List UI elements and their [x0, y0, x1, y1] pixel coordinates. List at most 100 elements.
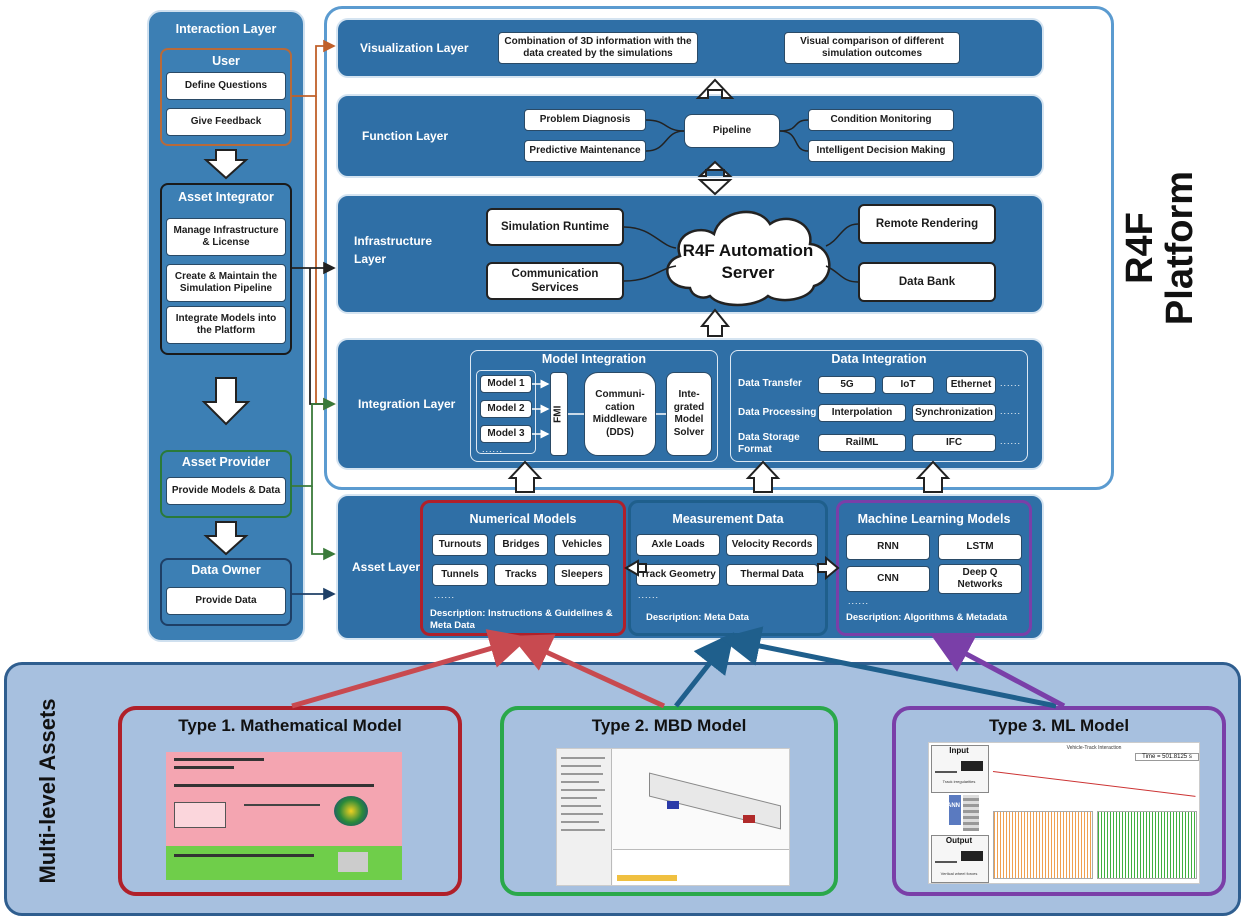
- turnouts-box: Turnouts: [432, 534, 488, 556]
- interpolation-box: Interpolation: [818, 404, 906, 422]
- velocity-records-box: Velocity Records: [726, 534, 818, 556]
- ml-description: Description: Algorithms & Metadata: [846, 612, 1008, 623]
- ifc-box: IFC: [912, 434, 996, 452]
- asset-integrator-group: [160, 183, 292, 355]
- synchronization-box: Synchronization: [912, 404, 996, 422]
- remote-rendering-box: Remote Rendering: [858, 204, 996, 244]
- type3-input-label: Input: [949, 746, 969, 755]
- rnn-box: RNN: [846, 534, 930, 560]
- manage-infrastructure-box: Manage Infrastructure & License: [166, 218, 286, 256]
- type3-time-label: Time = 501.8125 s: [1135, 753, 1199, 761]
- define-questions-box: Define Questions: [166, 72, 286, 100]
- type1-box: [118, 706, 462, 896]
- lstm-box: LSTM: [938, 534, 1022, 560]
- axle-loads-box: Axle Loads: [636, 534, 720, 556]
- bridges-box: Bridges: [494, 534, 548, 556]
- model-integration-title: Model Integration: [541, 352, 647, 366]
- data-processing-label: Data Processing: [738, 407, 817, 418]
- cnn-box: CNN: [846, 566, 930, 592]
- ethernet-box: Ethernet: [946, 376, 996, 394]
- data-processing-dots: ......: [1000, 406, 1022, 416]
- deep-q-box: Deep Q Networks: [938, 564, 1022, 594]
- ml-dots: ......: [848, 596, 870, 606]
- pipeline-box: Pipeline: [684, 114, 780, 148]
- data-integration-panel: [730, 350, 1028, 462]
- data-transfer-dots: ......: [1000, 378, 1022, 388]
- user-group: [160, 48, 292, 146]
- data-storage-label: Data Storage Format: [738, 432, 800, 455]
- tunnels-box: Tunnels: [432, 564, 488, 586]
- measurement-data-title: Measurement Data: [672, 512, 784, 526]
- asset-provider-group: [160, 450, 292, 518]
- cloud-icon: [666, 210, 831, 307]
- type2-thumbnail: [556, 748, 790, 886]
- measurement-description: Description: Meta Data: [646, 612, 749, 623]
- railml-box: RailML: [818, 434, 906, 452]
- type1-thumbnail: [166, 752, 402, 880]
- asset-provider-title: Asset Provider: [181, 455, 271, 469]
- data-owner-group: [160, 558, 292, 626]
- viz-comparison-box: Visual comparison of different simulatio…: [784, 32, 960, 64]
- data-owner-title: Data Owner: [191, 563, 261, 577]
- type3-plot-title: Vehicle-Track Interaction: [1066, 745, 1122, 751]
- provide-data-box: Provide Data: [166, 587, 286, 615]
- model-dots: ......: [482, 444, 504, 454]
- type3-forces-label: Vertical wheel forces: [940, 871, 978, 876]
- iot-box: IoT: [882, 376, 934, 394]
- tracks-box: Tracks: [494, 564, 548, 586]
- interaction-layer-title: Interaction Layer: [175, 22, 277, 36]
- model-2-box: Model 2: [480, 400, 532, 418]
- integrate-models-box: Integrate Models into the Platform: [166, 306, 286, 344]
- middleware-box: Communi-cation Middleware (DDS): [584, 372, 656, 456]
- data-integration-title: Data Integration: [831, 352, 927, 366]
- model-list-frame: [476, 370, 536, 454]
- type3-thumbnail: Input Track irregularities ANN Output Ve…: [928, 742, 1200, 884]
- numerical-dots: ......: [434, 590, 456, 600]
- vehicles-box: Vehicles: [554, 534, 610, 556]
- type3-title: Type 3. ML Model: [988, 716, 1130, 735]
- data-bank-box: Data Bank: [858, 262, 996, 302]
- type3-output-label: Output: [945, 836, 973, 845]
- type3-box: [892, 706, 1226, 896]
- condition-monitoring-box: Condition Monitoring: [808, 109, 954, 131]
- automation-server-label: R4F Automation Server: [682, 241, 814, 283]
- function-layer-label: Function Layer: [362, 129, 449, 143]
- numerical-description: Description: Instructions & Guidelines &…: [430, 608, 613, 631]
- create-pipeline-box: Create & Maintain the Simulation Pipelin…: [166, 264, 286, 302]
- asset-integrator-title: Asset Integrator: [178, 190, 274, 204]
- type3-track-label: Track irregularities: [942, 779, 976, 784]
- model-3-box: Model 3: [480, 425, 532, 443]
- measurement-dots: ......: [638, 590, 660, 600]
- 5g-box: 5G: [818, 376, 876, 394]
- type2-box: [500, 706, 838, 896]
- simulation-runtime-box: Simulation Runtime: [486, 208, 624, 246]
- model-solver-box: Inte-grated Model Solver: [666, 372, 712, 456]
- thermal-data-box: Thermal Data: [726, 564, 818, 586]
- integration-layer-label: Integration Layer: [358, 397, 456, 411]
- give-feedback-box: Give Feedback: [166, 108, 286, 136]
- track-geometry-box: Track Geometry: [636, 564, 720, 586]
- fmi-box: FMI: [550, 372, 568, 456]
- numerical-models-title: Numerical Models: [469, 512, 577, 526]
- user-title: User: [212, 54, 240, 68]
- asset-layer-label: Asset Layer: [352, 560, 421, 574]
- intelligent-decision-box: Intelligent Decision Making: [808, 140, 954, 162]
- infrastructure-layer-label: Infrastructure Layer: [354, 234, 433, 266]
- type1-title: Type 1. Mathematical Model: [178, 716, 402, 735]
- communication-services-box: Communication Services: [486, 262, 624, 300]
- ml-models-title: Machine Learning Models: [857, 512, 1011, 526]
- model-1-box: Model 1: [480, 375, 532, 393]
- model-integration-panel: [470, 350, 718, 462]
- data-transfer-label: Data Transfer: [738, 378, 802, 389]
- visualization-layer-label: Visualization Layer: [360, 41, 469, 55]
- type2-title: Type 2. MBD Model: [591, 716, 747, 735]
- problem-diagnosis-box: Problem Diagnosis: [524, 109, 646, 131]
- sleepers-box: Sleepers: [554, 564, 610, 586]
- data-storage-dots: ......: [1000, 436, 1022, 446]
- provide-models-box: Provide Models & Data: [166, 477, 286, 505]
- type3-ann-label: ANN: [947, 803, 960, 809]
- predictive-maintenance-box: Predictive Maintenance: [524, 140, 646, 162]
- viz-combination-box: Combination of 3D information with the d…: [498, 32, 698, 64]
